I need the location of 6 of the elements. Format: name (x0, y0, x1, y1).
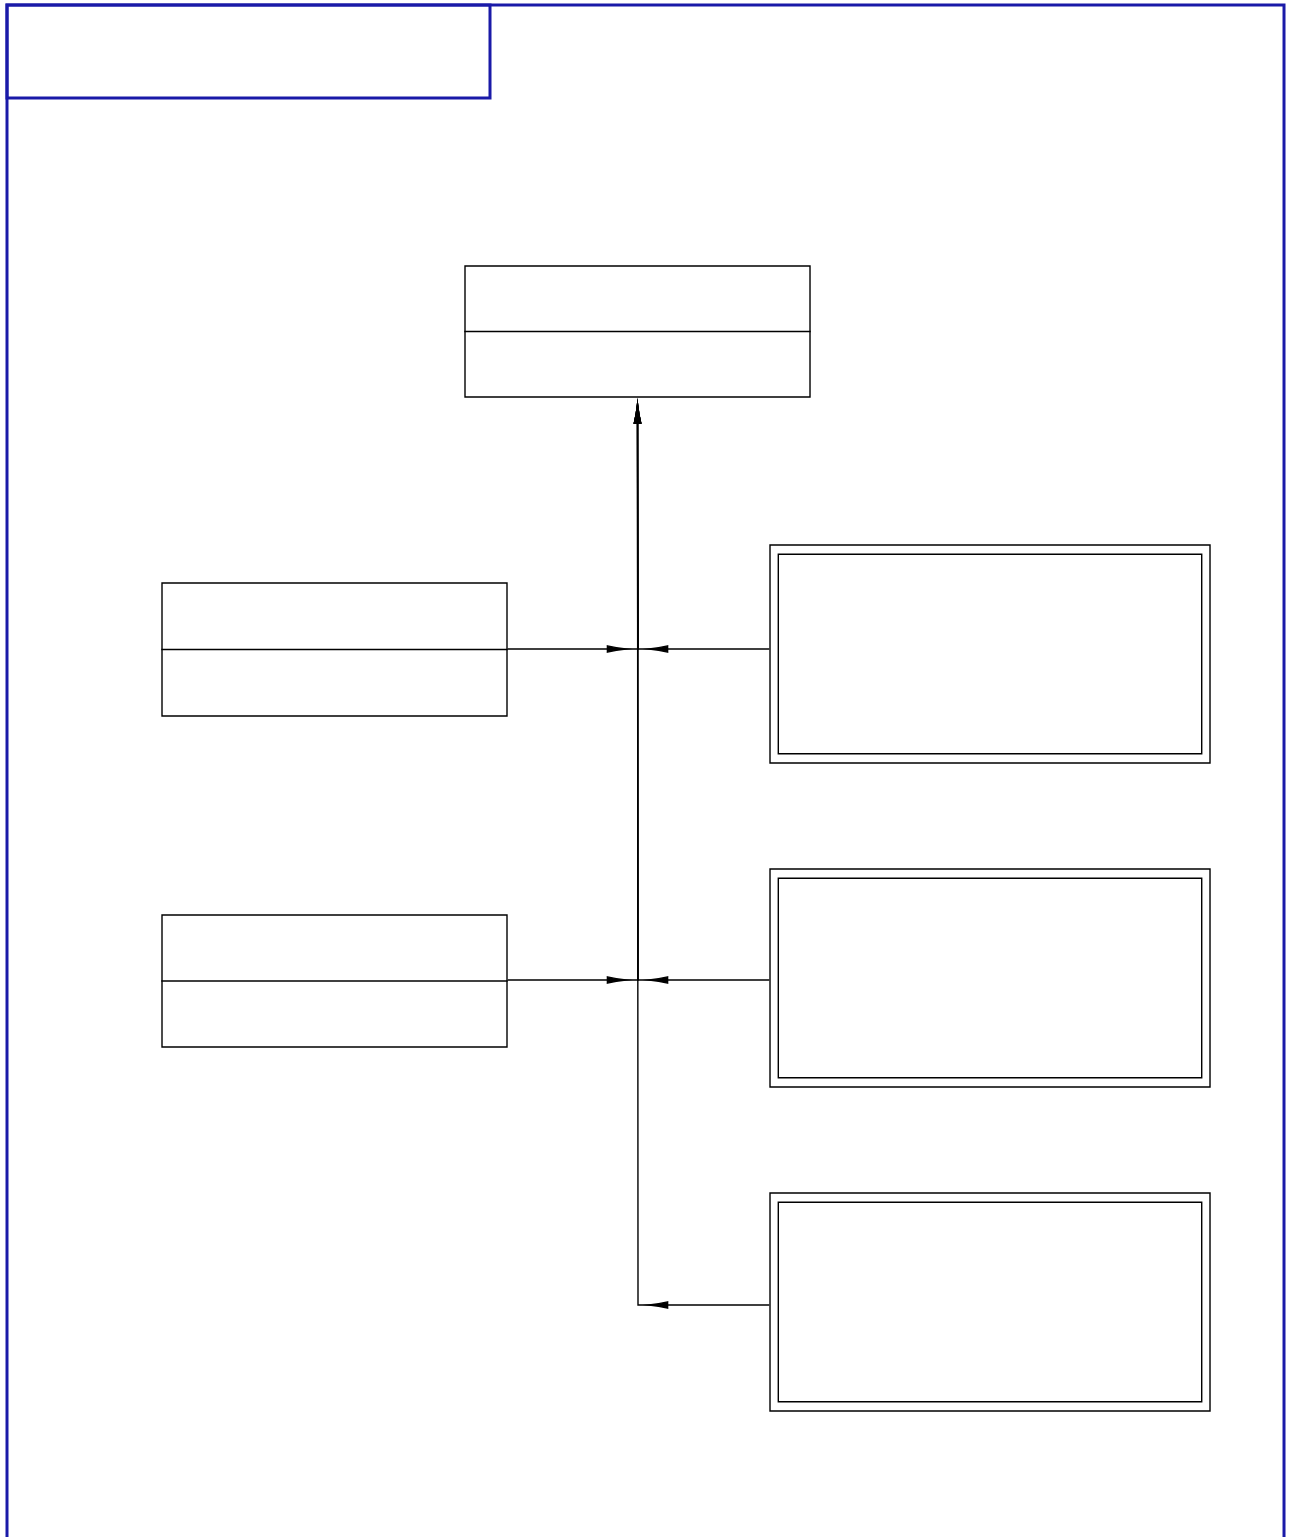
divided-box (463, 265, 812, 398)
divided-box (160, 582, 509, 717)
double-bordered-box (769, 544, 1211, 764)
double-bordered-box (769, 868, 1211, 1088)
double-bordered-box (769, 1192, 1211, 1412)
divided-box (160, 914, 509, 1048)
